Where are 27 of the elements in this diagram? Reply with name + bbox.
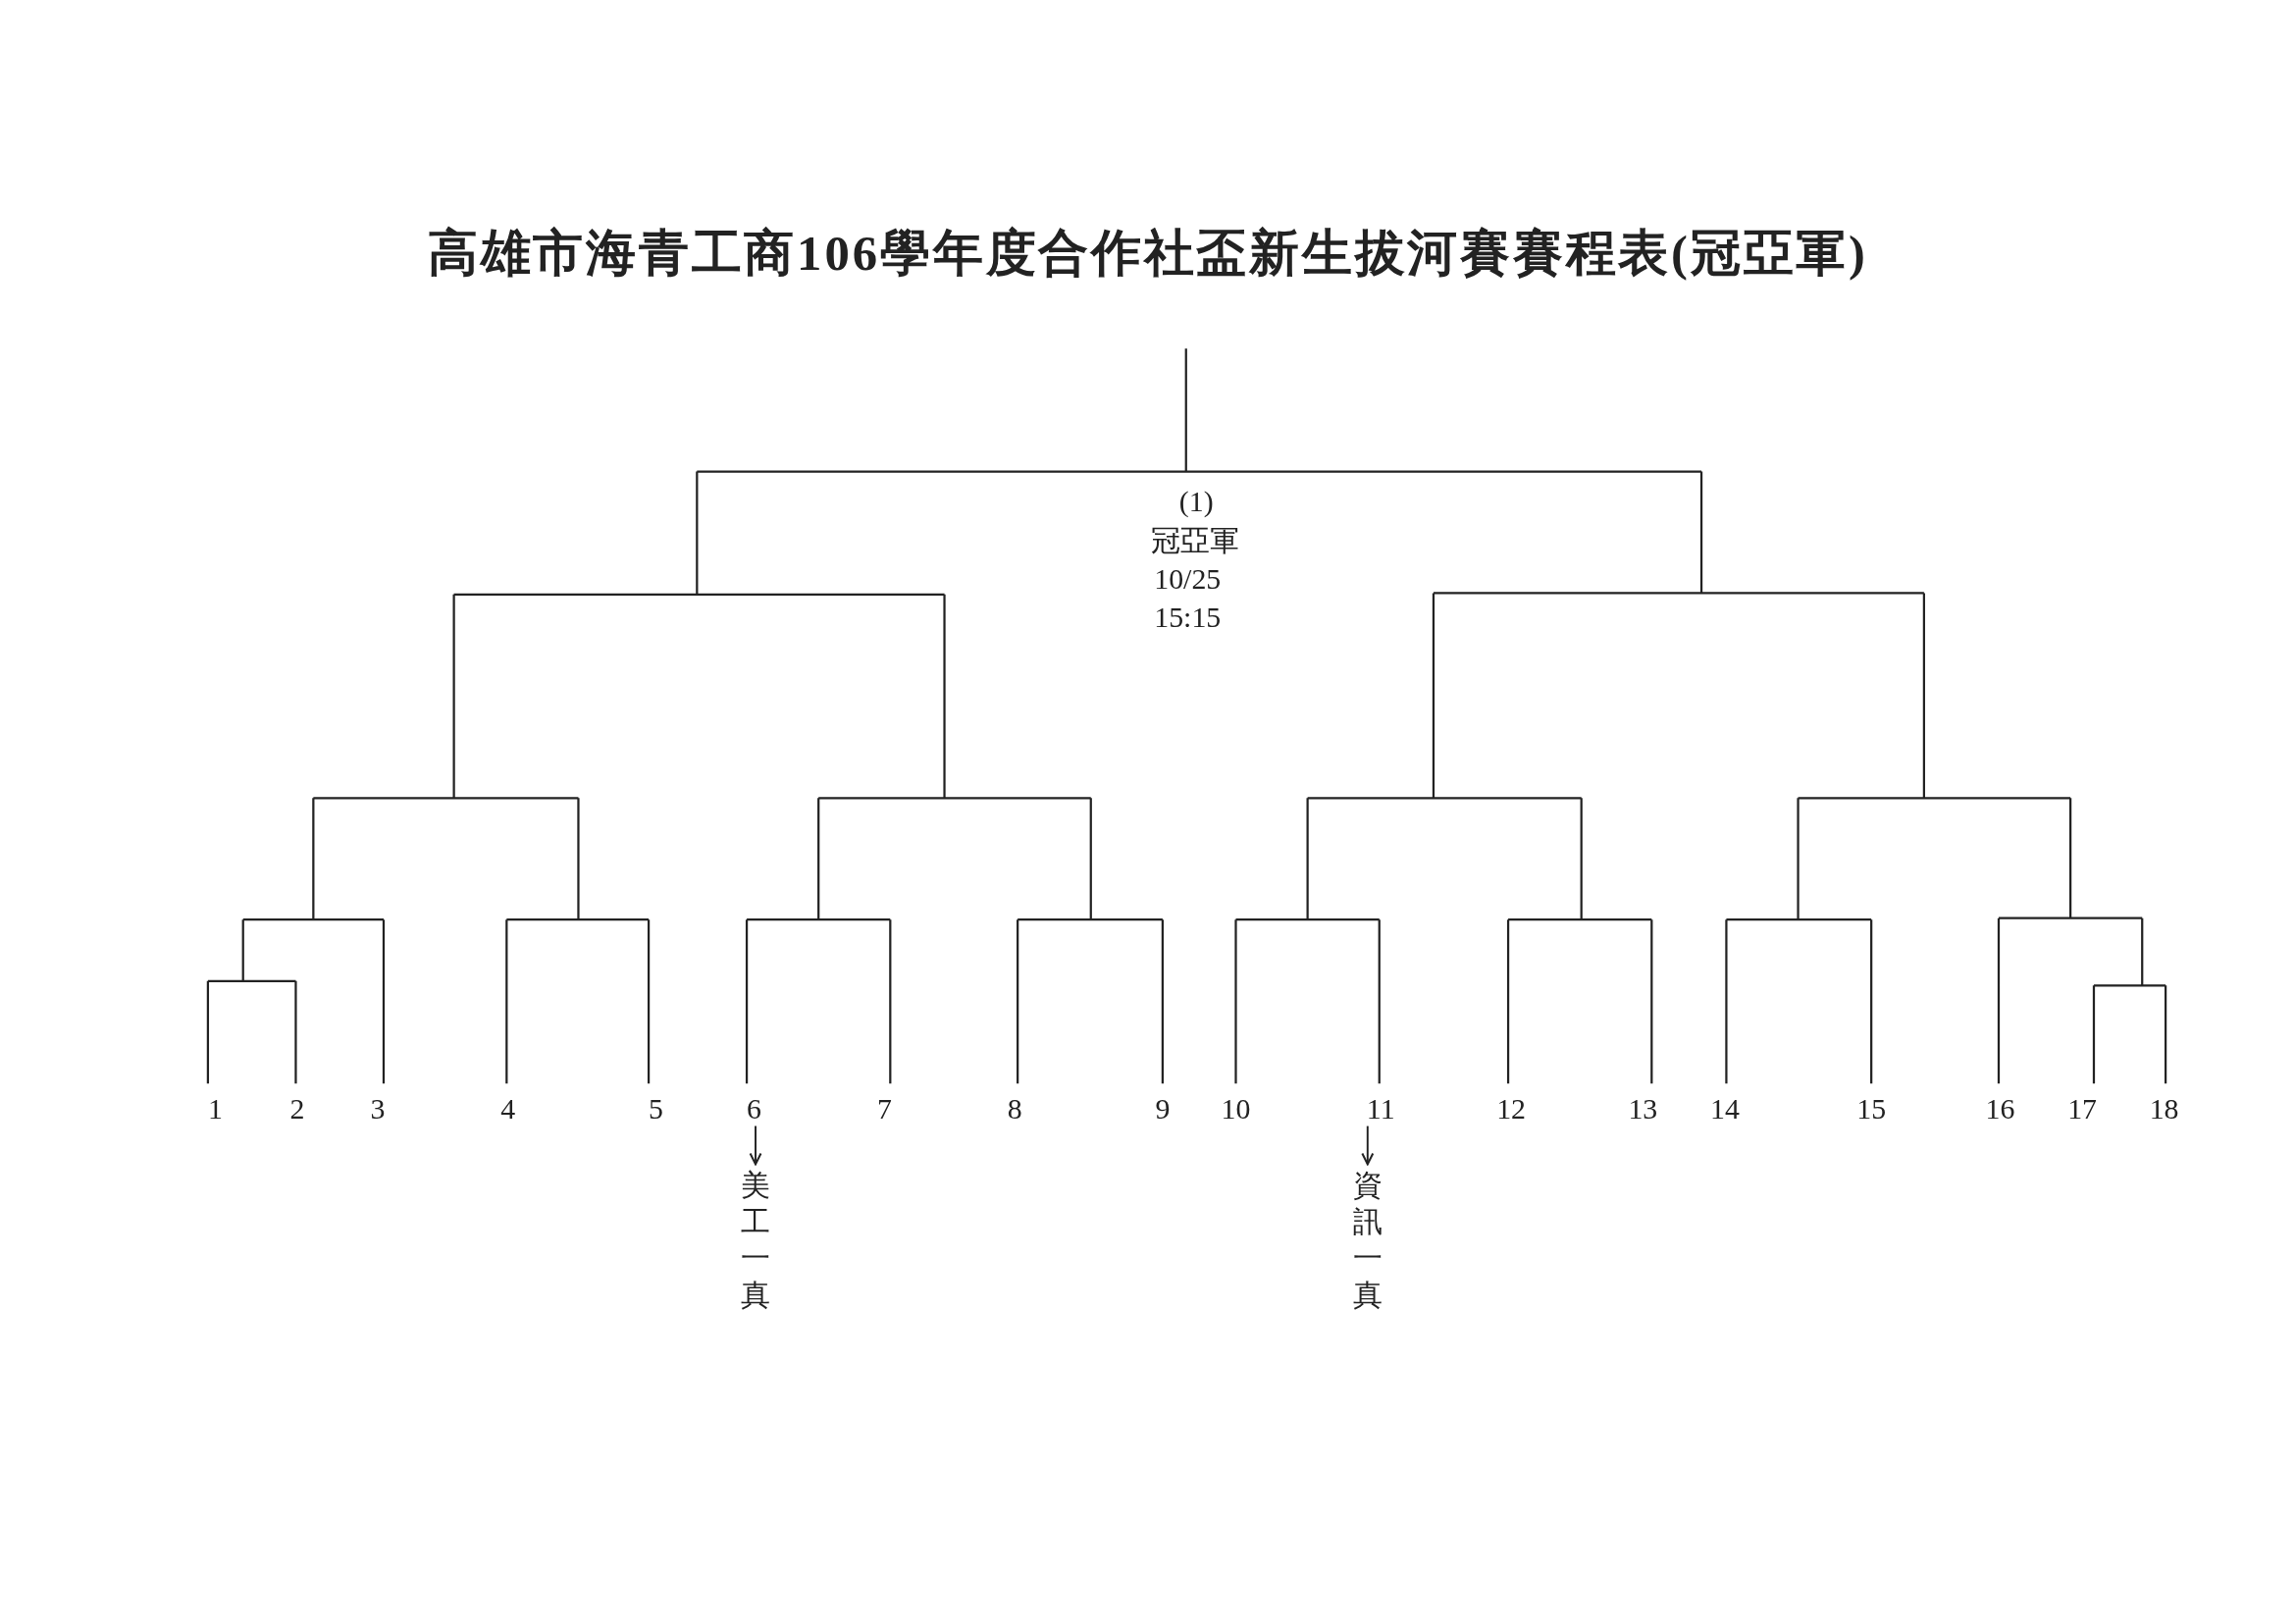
team-number: 3 — [370, 1093, 386, 1124]
team-number: 11 — [1366, 1093, 1395, 1124]
team-number: 1 — [207, 1093, 223, 1124]
class-name: 美工一真 — [741, 1167, 770, 1314]
team-number: 17 — [2067, 1093, 2097, 1124]
match-name: 冠亞軍 — [1150, 525, 1239, 555]
arrow — [749, 1125, 762, 1166]
team-number: 6 — [747, 1093, 761, 1124]
match-time: 15:15 — [1154, 602, 1222, 632]
team-number: 9 — [1155, 1093, 1171, 1124]
team-number: 13 — [1628, 1093, 1658, 1124]
team-number: 15 — [1856, 1093, 1887, 1124]
team-number: 16 — [1985, 1093, 2015, 1124]
team-number: 5 — [649, 1093, 663, 1124]
team-number: 8 — [1007, 1093, 1022, 1124]
team-number: 4 — [500, 1093, 516, 1124]
class-name: 資訊一真 — [1352, 1167, 1383, 1314]
team-number: 7 — [876, 1093, 892, 1124]
match-number: (1) — [1178, 486, 1214, 516]
team-number: 2 — [289, 1093, 305, 1124]
team-number: 14 — [1710, 1093, 1740, 1124]
arrow — [1361, 1125, 1375, 1166]
match-date: 10/25 — [1154, 563, 1222, 594]
team-number: 18 — [2149, 1093, 2179, 1124]
title: 高雄市海青工商106學年度合作社盃新生拔河賽賽程表(冠亞軍) — [427, 224, 1869, 283]
team-number: 12 — [1496, 1093, 1526, 1124]
team-number: 10 — [1221, 1093, 1251, 1124]
